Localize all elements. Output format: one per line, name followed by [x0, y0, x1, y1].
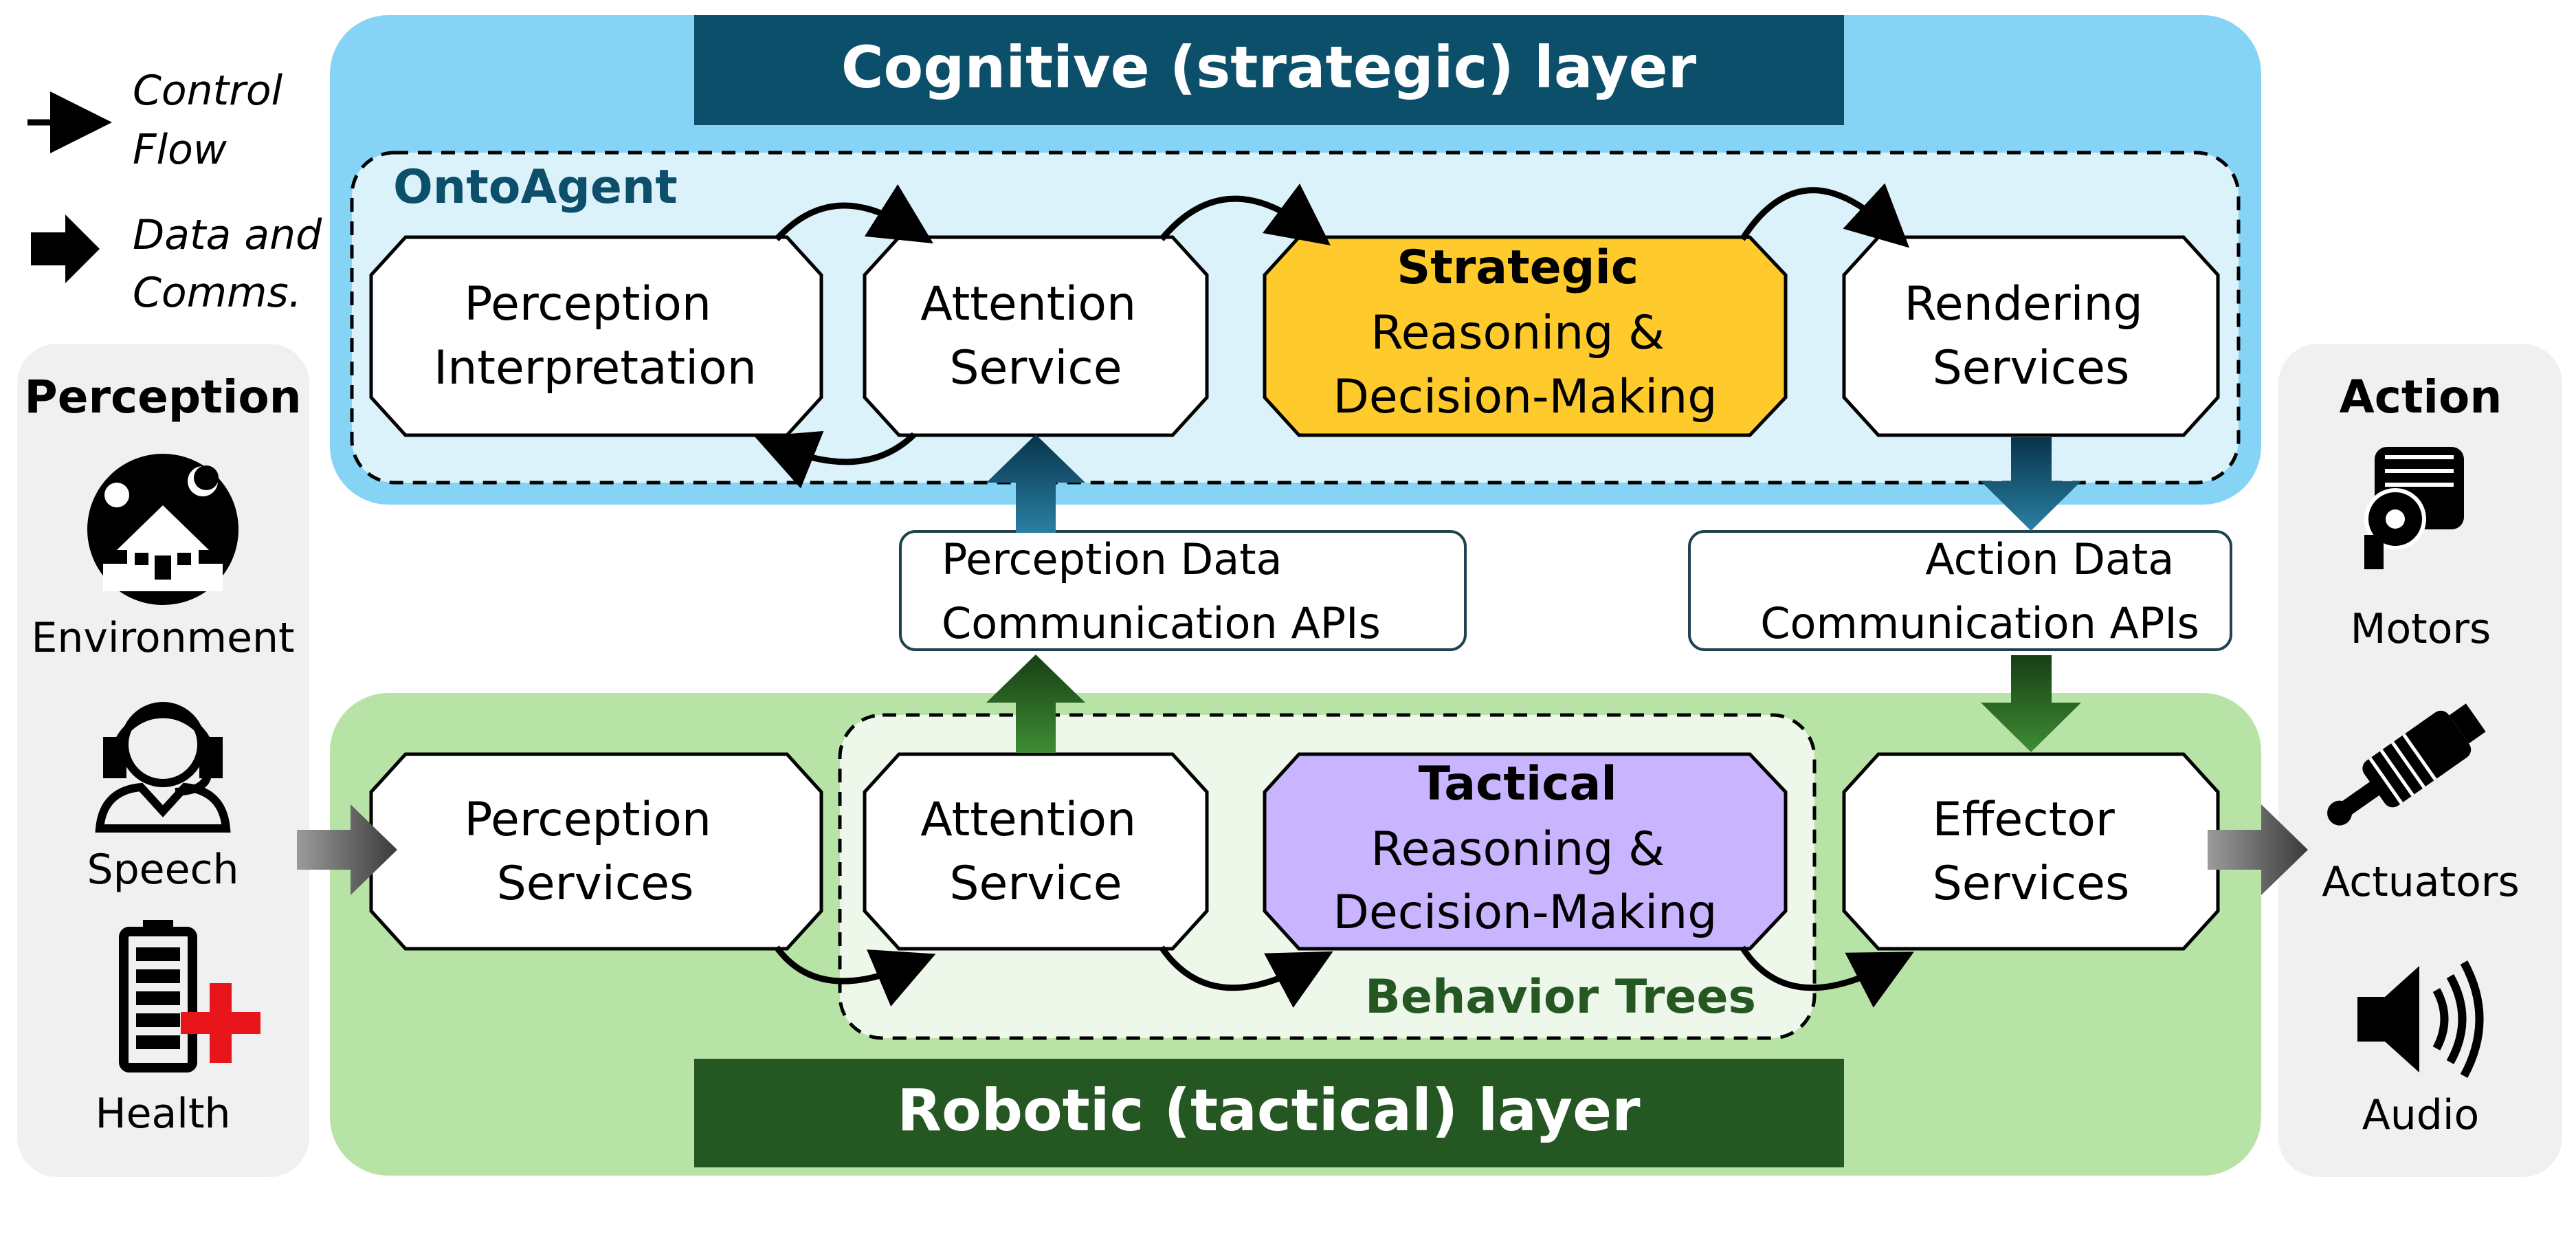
cognitive-attention-service-box: Attention Service [863, 235, 1209, 437]
perception-data-api-box: Perception Data Communication APIs [899, 530, 1467, 651]
house-icon [87, 454, 238, 605]
svg-text:Attention Service: Attention Service [920, 793, 1151, 911]
action-panel-title: Action [2340, 371, 2502, 424]
robotic-layer-title-bar [694, 1059, 1844, 1167]
actuators-label: Actuators [2322, 858, 2519, 906]
headset-person-icon [95, 702, 231, 833]
cognitive-layer-title: Cognitive (strategic) layer [841, 34, 1697, 101]
perception-panel-title: Perception [24, 371, 301, 424]
ontoagent-label: OntoAgent [393, 160, 678, 214]
actuator-icon [2327, 703, 2486, 826]
effector-services-box: Effector Services [1842, 752, 2220, 951]
data-arrow-up-cognitive [986, 434, 1085, 533]
rendering-services-box: Rendering Services [1842, 235, 2220, 437]
data-arrow-down-robotic [1981, 655, 2081, 752]
behavior-trees-label: Behavior Trees [1365, 970, 1756, 1024]
svg-text:Attention Service: Attention Service [920, 277, 1151, 395]
motor-icon [2364, 447, 2464, 569]
environment-label: Environment [31, 614, 294, 662]
data-arrow-out-action [2208, 804, 2308, 895]
data-comms-arrow-icon [31, 214, 100, 283]
robotic-layer-title: Robotic (tactical) layer [897, 1077, 1641, 1144]
data-arrow-down-cognitive [1981, 437, 2081, 531]
svg-text:Strategic Reasoning &: Strategic Reasoning & Decision-Making [1333, 241, 1718, 424]
control-flow-arrow [1740, 945, 1914, 1008]
strategic-reasoning-box: Strategic Reasoning & Decision-Making [1263, 235, 1788, 437]
tactical-reasoning-box: Tactical Reasoning & Decision-Making [1263, 752, 1788, 951]
data-arrow-up-robotic [986, 654, 1085, 753]
svg-text:Effector Services: Effector Services [1933, 793, 2130, 911]
svg-text:Rendering Services: Rendering Services [1905, 277, 2158, 395]
perception-services-box: Perception Services [369, 752, 823, 951]
audio-label: Audio [2362, 1091, 2480, 1139]
svg-text:Perception Services: Perception Services [464, 793, 726, 911]
cognitive-layer-title-bar [694, 15, 1844, 125]
perception-interpretation-box: Perception Interpretation [369, 235, 823, 437]
health-label: Health [95, 1090, 230, 1138]
robotic-attention-service-box: Attention Service [863, 752, 1209, 951]
perception-panel: Perception Environment Speech [17, 344, 309, 1177]
svg-text:Perception Interpretat: Perception Interpretation [434, 277, 757, 395]
control-flow-arrow [1159, 945, 1333, 1008]
action-panel: Action Motors Actuators [2278, 344, 2562, 1177]
legend-data-comms-label: Data and Comms. [133, 211, 335, 317]
action-data-api-box: Action Data Communication APIs [1688, 530, 2232, 651]
control-flow-arrow [1740, 183, 1910, 248]
control-flow-arrow [774, 184, 933, 244]
speaker-icon [2357, 960, 2484, 1078]
svg-text:Action Data Communicatio: Action Data Communication APIs [1760, 534, 2199, 648]
battery-health-icon [119, 920, 260, 1072]
data-arrow-in-perception [297, 804, 397, 895]
legend-control-flow-label: Control Flow [133, 67, 296, 174]
control-flow-arrow [755, 430, 917, 489]
cognitive-layer: Cognitive (strategic) layer OntoAgent Pe… [330, 15, 2261, 505]
control-flow-arrow [774, 945, 936, 1006]
speech-label: Speech [87, 846, 238, 894]
control-flow-arrow [1159, 184, 1331, 245]
legend: Control Flow Data and Comms. [27, 67, 335, 317]
svg-text:Tactical Reasoning &: Tactical Reasoning & Decision-Making [1333, 757, 1718, 940]
svg-text:Perception Data Communic: Perception Data Communication APIs [942, 534, 1381, 648]
robotic-layer: Behavior Trees Robotic (tactical) layer … [330, 693, 2261, 1176]
motors-label: Motors [2351, 605, 2491, 653]
